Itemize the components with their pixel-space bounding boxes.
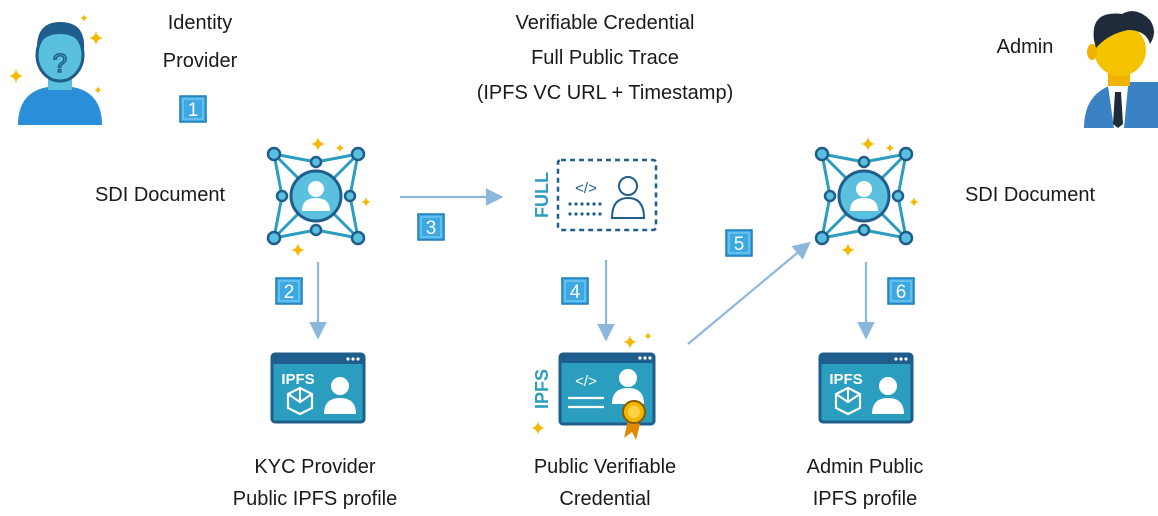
step-badge-2: 2 [275, 277, 303, 305]
ipfs-text-admin: IPFS [829, 371, 862, 388]
sdi-document-left-label: SDI Document [94, 184, 226, 206]
code-glyph-full: </> [575, 180, 597, 197]
identity-provider-line2: Provider [162, 50, 238, 72]
sdi-document-right-label: SDI Document [964, 184, 1096, 206]
kyc-provider-label: KYC Provider Public IPFS profile [190, 452, 440, 514]
identity-provider-line1: Identity [167, 12, 233, 34]
admin-profile-line2: IPFS profile [812, 488, 918, 510]
step-4-label: 4 [570, 282, 581, 303]
sdi-document-left-icon [266, 136, 371, 257]
credential-trace-line2: Full Public Trace [531, 47, 679, 69]
full-text: FULL [532, 172, 552, 218]
full-trace-icon: FULL </> [532, 158, 658, 232]
step-badge-5: 5 [725, 229, 753, 257]
step-badge-4: 4 [561, 277, 589, 305]
kyc-provider-line1: KYC Provider [254, 456, 376, 478]
step-1-label: 1 [188, 100, 199, 121]
code-glyph-vc: </> [575, 373, 597, 390]
identity-provider-label: Identity Provider [140, 8, 260, 76]
step-badge-6: 6 [887, 277, 915, 305]
public-vc-line1: Public Verifiable [533, 456, 677, 478]
credential-trace-title: Verifiable Credential Full Public Trace … [440, 8, 770, 108]
admin-label: Admin [996, 36, 1054, 58]
admin-avatar-icon [1084, 11, 1158, 128]
sdi-document-right-icon [814, 136, 919, 257]
public-vc-label: Public Verifiable Credential [500, 452, 710, 514]
public-vc-certificate-icon: </> IPFS [531, 331, 656, 440]
ipfs-text-kyc: IPFS [281, 371, 314, 388]
kyc-ipfs-profile-icon: IPFS [270, 352, 366, 424]
public-vc-line2: Credential [559, 488, 651, 510]
credential-trace-line3: (IPFS VC URL + Timestamp) [476, 82, 734, 104]
kyc-provider-line2: Public IPFS profile [232, 488, 398, 510]
step-badge-3: 3 [417, 213, 445, 241]
admin-profile-line1: Admin Public [806, 456, 924, 478]
admin-profile-label: Admin Public IPFS profile [760, 452, 970, 514]
ipfs-text-vc: IPFS [532, 369, 552, 409]
step-5-label: 5 [734, 234, 745, 255]
step-2-label: 2 [284, 282, 295, 303]
step-badges: 1 2 3 4 5 6 [179, 95, 915, 305]
arrow-vc-to-sdi [687, 241, 811, 345]
step-3-label: 3 [426, 218, 437, 239]
step-badge-1: 1 [179, 95, 207, 123]
question-mark-icon: ? [53, 48, 67, 78]
credential-trace-line1: Verifiable Credential [515, 12, 695, 34]
flow-arrows [309, 188, 875, 345]
step-6-label: 6 [896, 282, 907, 303]
identity-provider-icon: ? [8, 13, 104, 125]
admin-ipfs-profile-icon: IPFS [818, 352, 914, 424]
